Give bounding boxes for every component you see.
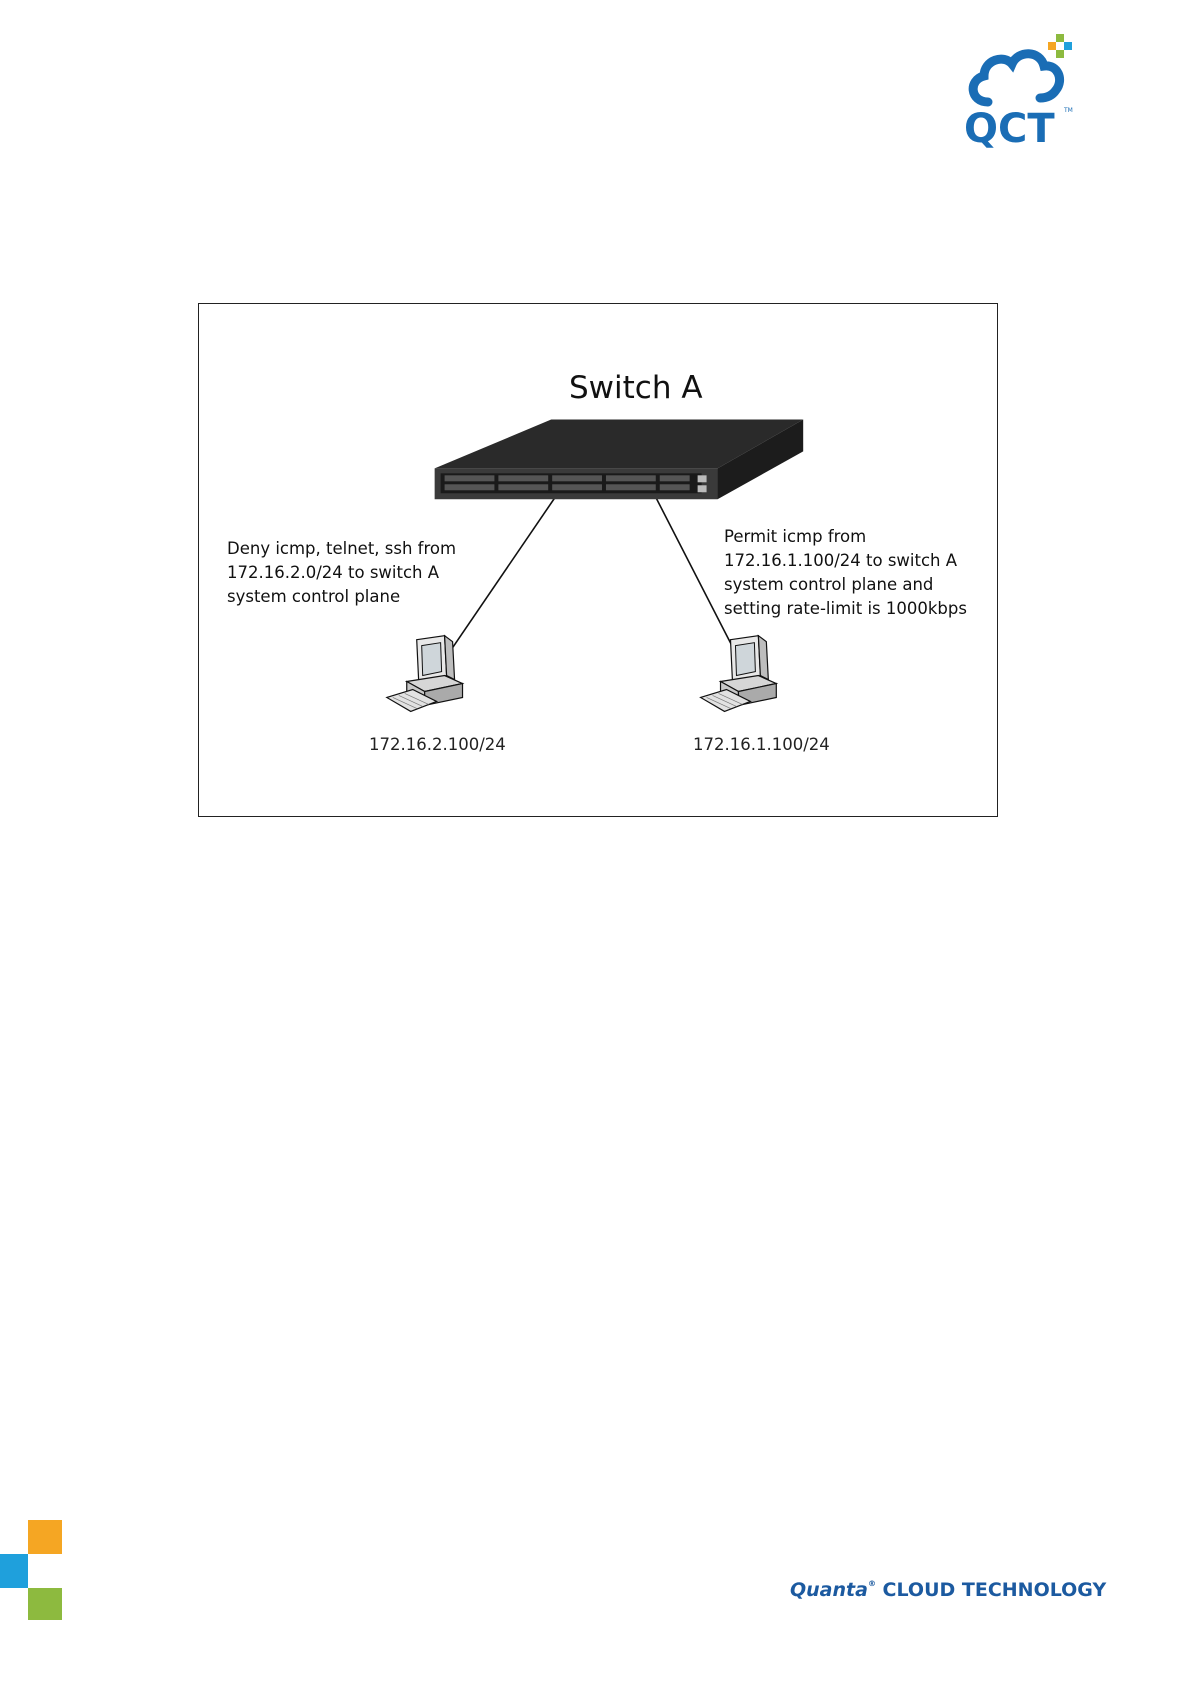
note-line: setting rate-limit is 1000kbps bbox=[724, 597, 967, 621]
desktop-computer-icon bbox=[701, 636, 777, 712]
brand-tm: ® bbox=[868, 1579, 876, 1588]
pixel-squares-icon bbox=[0, 1520, 62, 1620]
switch-title: Switch A bbox=[569, 370, 703, 406]
host-ip-label-left: 172.16.2.100/24 bbox=[369, 735, 506, 754]
deny-rule-note: Deny icmp, telnet, ssh from 172.16.2.0/2… bbox=[227, 537, 456, 609]
brand-rest: CLOUD TECHNOLOGY bbox=[876, 1579, 1106, 1601]
logo-text: QCT bbox=[964, 106, 1055, 150]
link-left bbox=[453, 497, 556, 647]
link-right bbox=[656, 497, 735, 650]
note-line: Deny icmp, telnet, ssh from bbox=[227, 537, 456, 561]
note-line: Permit icmp from bbox=[724, 525, 967, 549]
note-line: 172.16.1.100/24 to switch A bbox=[724, 549, 967, 573]
network-switch-icon bbox=[435, 420, 804, 500]
cloud-logo-icon: QCT TM bbox=[960, 30, 1080, 150]
note-line: 172.16.2.0/24 to switch A bbox=[227, 561, 456, 585]
brand-word: Quanta bbox=[790, 1579, 868, 1601]
logo-tm: TM bbox=[1063, 107, 1073, 114]
desktop-computer-icon bbox=[387, 636, 463, 712]
footer-accent-squares bbox=[0, 1520, 62, 1620]
host-ip-label-right: 172.16.1.100/24 bbox=[693, 735, 830, 754]
note-line: system control plane and bbox=[724, 573, 967, 597]
permit-rule-note: Permit icmp from 172.16.1.100/24 to swit… bbox=[724, 525, 967, 621]
footer-brand: Quanta® CLOUD TECHNOLOGY bbox=[790, 1579, 1106, 1601]
network-diagram: Switch A Deny icmp, telnet, ssh from 172… bbox=[198, 303, 998, 817]
note-line: system control plane bbox=[227, 585, 456, 609]
qct-logo: QCT TM bbox=[960, 30, 1080, 150]
